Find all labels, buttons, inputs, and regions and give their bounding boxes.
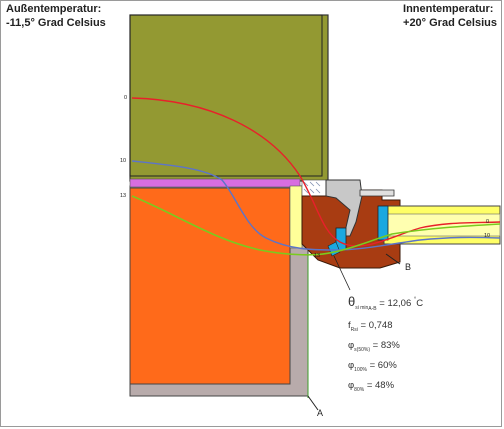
f-symbol: f (348, 320, 351, 331)
inside-temperature-value: +20° Grad Celsius (403, 17, 497, 29)
isotherm-label-0-left: 0 (124, 95, 128, 101)
result-phi-80: φ80% = 48% (348, 380, 395, 393)
result-f-rsi: fRsi = 0,748 (348, 320, 393, 333)
pointer-line-b (385, 253, 401, 265)
f-subscript: Rsi (350, 327, 358, 333)
lintel-block (129, 14, 329, 182)
theta-degree: ° (413, 297, 417, 303)
theta-symbol: θ (348, 294, 356, 309)
phi3-symbol: φ (348, 380, 355, 391)
isotherm-label-13-bottom: 13 (314, 253, 321, 259)
phi3-subscript: 80% (354, 387, 365, 393)
inside-temperature-label: Innentemperatur: (403, 3, 494, 15)
masonry-wall (129, 187, 291, 385)
isotherm-label-0-right: 0 (486, 219, 490, 225)
frame-profile (325, 179, 363, 237)
result-theta: θsi minA-B = 12,06 °C (348, 294, 424, 312)
theta-unit: C (416, 298, 424, 309)
f-value: = 0,748 (357, 320, 393, 331)
isotherm-label-10-right: 10 (484, 233, 491, 239)
point-a-label: A (317, 408, 324, 418)
theta-subscript-ab: A-B (368, 306, 377, 312)
phi1-symbol: φ (348, 340, 355, 351)
hatched-insulation (301, 179, 327, 197)
phi1-value: = 83% (370, 340, 400, 351)
theta-subscript: si min (355, 305, 369, 311)
reveal-insulation (289, 185, 303, 249)
phi2-symbol: φ (348, 360, 355, 371)
isotherm-label-10-left: 10 (120, 158, 127, 164)
phi1-subscript: s(50%) (354, 347, 371, 353)
seal-outer (377, 205, 389, 241)
point-b-label: B (405, 262, 412, 272)
phi2-value: = 60% (366, 360, 397, 371)
pointer-line-a (307, 395, 319, 411)
result-phi-100: φ100% = 60% (348, 360, 397, 373)
isotherm-10 (131, 160, 501, 251)
result-phi-s50: φs(50%) = 83% (348, 340, 400, 353)
phi3-value: = 48% (364, 380, 395, 391)
phi2-subscript: 100% (354, 367, 367, 373)
theta-value: = 12,06 (376, 298, 414, 309)
isotherm-13 (131, 195, 501, 256)
isotherm-0 (131, 97, 501, 247)
lintel-border (129, 14, 323, 177)
inside-temperature: Innentemperatur: +20° Grad Celsius (403, 2, 497, 30)
pointer-line-14 (333, 255, 351, 291)
outside-temperature-value: -11,5° Grad Celsius (6, 17, 106, 29)
outside-temperature: Außentemperatur: -11,5° Grad Celsius (6, 2, 106, 30)
isotherm-label-13-left: 13 (120, 193, 127, 199)
membrane-strip (129, 178, 301, 188)
outside-temperature-label: Außentemperatur: (6, 3, 102, 15)
